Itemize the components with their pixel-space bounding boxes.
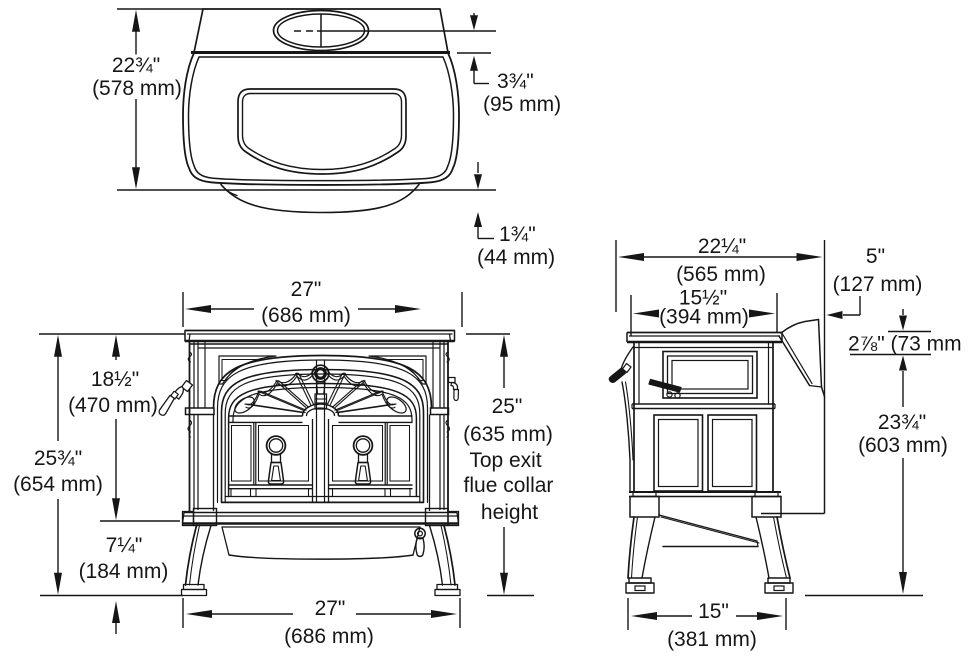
svg-text:2⅞" (73 mm: 2⅞" (73 mm [848,333,962,356]
svg-text:(635 mm): (635 mm) [463,423,553,446]
svg-text:18½": 18½" [91,368,139,391]
svg-text:15": 15" [698,600,729,623]
svg-text:22¼": 22¼" [698,235,746,258]
svg-text:(95 mm): (95 mm) [483,93,561,116]
svg-text:15½": 15½" [679,287,727,310]
svg-text:(565 mm): (565 mm) [676,263,766,286]
svg-text:(603 mm): (603 mm) [858,434,948,457]
svg-text:(578 mm): (578 mm) [92,77,182,100]
svg-text:(127 mm): (127 mm) [833,273,923,296]
svg-text:(381 mm): (381 mm) [667,628,757,651]
svg-text:(394 mm): (394 mm) [659,306,749,329]
svg-text:27": 27" [315,597,346,620]
svg-text:25": 25" [492,395,523,418]
svg-text:23¾": 23¾" [878,411,926,434]
svg-text:height: height [481,501,538,524]
svg-text:(184 mm): (184 mm) [79,560,169,583]
svg-text:5": 5" [866,245,885,268]
svg-text:3¾": 3¾" [497,70,534,93]
svg-text:(686 mm): (686 mm) [261,304,351,327]
svg-text:25¾": 25¾" [34,447,82,470]
svg-text:(654 mm): (654 mm) [13,473,103,496]
svg-text:(44 mm): (44 mm) [477,246,555,269]
svg-text:Top exit: Top exit [469,449,542,472]
svg-text:27": 27" [291,278,322,301]
svg-text:(686 mm): (686 mm) [284,625,374,648]
svg-text:1¾": 1¾" [499,223,536,246]
svg-text:flue collar: flue collar [464,474,554,497]
svg-text:22¾": 22¾" [112,54,160,77]
svg-text:7¼": 7¼" [106,534,143,557]
svg-text:(470 mm): (470 mm) [68,394,158,417]
